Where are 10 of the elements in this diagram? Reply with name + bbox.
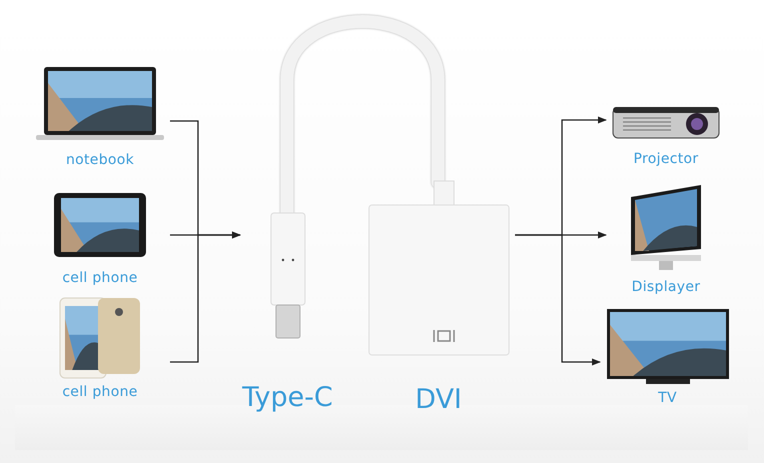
connector-arrow — [170, 231, 241, 363]
device-label: TV — [658, 390, 677, 406]
device-label: notebook — [66, 152, 134, 168]
port-label: Type-C — [242, 382, 333, 413]
device-label: cell phone — [62, 384, 138, 400]
device-label: Projector — [634, 151, 698, 167]
device-label: Displayer — [632, 279, 700, 295]
connector-arrow — [515, 234, 601, 366]
device-label: cell phone — [62, 270, 138, 286]
port-label: DVI — [415, 384, 462, 415]
